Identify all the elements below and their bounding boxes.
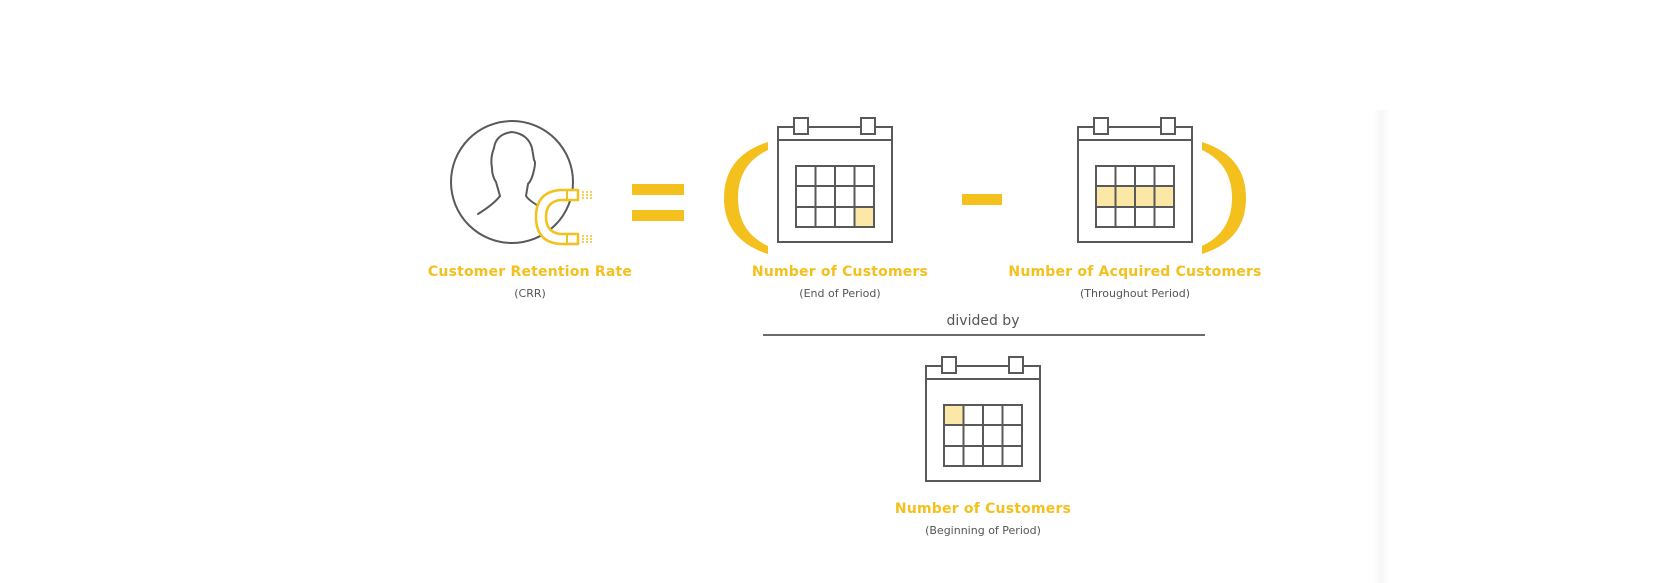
acquired-customers-sub: (Throughout Period)	[1079, 287, 1191, 300]
minus-icon	[962, 194, 1002, 205]
begin-customers-label: Number of Customers	[894, 501, 1072, 517]
crr-label: Customer Retention Rate	[427, 264, 633, 280]
calendar-icon	[1077, 117, 1193, 243]
customer-retention-icon	[450, 120, 594, 246]
calendar-icon	[777, 117, 893, 243]
acquired-customers-label: Number of Acquired Customers	[1008, 264, 1262, 280]
end-customers-sub: (End of Period)	[799, 287, 881, 300]
end-customers-label: Number of Customers	[751, 264, 929, 280]
close-paren-icon	[1202, 142, 1246, 254]
fraction-divider	[763, 334, 1205, 336]
crr-sub: (CRR)	[514, 287, 546, 300]
magnet-icon	[534, 188, 594, 246]
equals-icon	[632, 184, 684, 221]
background-edge-shadow	[1372, 110, 1390, 583]
begin-customers-sub: (Beginning of Period)	[925, 524, 1041, 537]
open-paren-icon	[724, 142, 768, 254]
divided-by-label: divided by	[946, 313, 1020, 329]
calendar-icon	[925, 356, 1041, 482]
